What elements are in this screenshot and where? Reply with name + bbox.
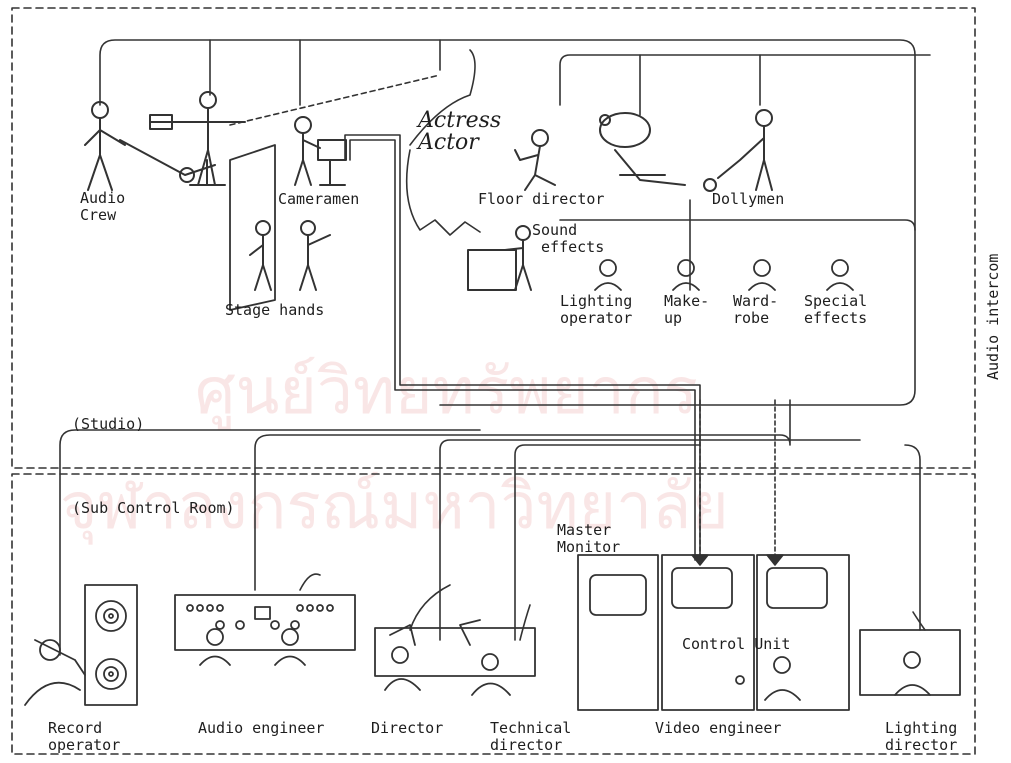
dollymen-label: Dollymen (712, 190, 785, 208)
video-engineer-label: Video engineer (655, 719, 782, 737)
sound-effects-label: Sound effects (532, 221, 605, 256)
dolly-camera-figure (599, 112, 717, 192)
director-label: Director (371, 719, 444, 737)
cameraman-figure (294, 116, 347, 186)
audio-intercom-label: Audio intercom (984, 253, 1002, 380)
control-units (661, 554, 850, 711)
director-desk (374, 619, 536, 696)
make-up-label: Make- up (664, 292, 710, 327)
studio-crew-busts (594, 259, 854, 291)
sound-effects-figure (467, 225, 532, 291)
record-operator-label: Record operator (48, 719, 121, 754)
stage-hands-figures (249, 220, 331, 291)
audio-engineer-label: Audio engineer (198, 719, 325, 737)
floor-director-label: Floor director (478, 190, 605, 208)
control-room-region-label: (Sub Control Room) (72, 499, 235, 517)
audio-console (174, 594, 356, 666)
studio-region-label: (Studio) (72, 415, 145, 433)
master-monitor-label: Master Monitor (557, 521, 621, 556)
stage-hands-label: Stage hands (225, 301, 325, 319)
technical-director-label: Technical director (490, 719, 572, 754)
lighting-operator-label: Lighting operator (560, 292, 633, 327)
intercom-lines-left (99, 39, 916, 406)
audio-crew-label: Audio Crew (80, 189, 126, 224)
floor-director-figure (514, 129, 556, 191)
control-room-intercom-lines (59, 399, 921, 656)
mic-boom-line (229, 74, 441, 126)
wardrobe-label: Ward- robe (733, 292, 779, 327)
actors-shape (405, 49, 481, 236)
actress-actor-label: Actress Actor (418, 108, 502, 155)
dollymen-figure (717, 109, 773, 191)
cameramen-label: Cameramen (278, 190, 360, 208)
studio-region-border (11, 7, 976, 469)
lighting-director-desk (859, 629, 961, 696)
watermark-line-1: ศูนย์วิทยทรัพยากร (195, 355, 698, 429)
special-effects-label: Special effects (804, 292, 868, 327)
watermark-line-2: จุฬาลงกรณ์มหาวิทยาลัย (60, 470, 729, 544)
master-monitor (577, 554, 659, 711)
control-room-region-border (11, 473, 976, 755)
boom-operator-figure (149, 91, 246, 186)
intercom-lines-right (559, 54, 931, 231)
audio-crew-figure (84, 101, 216, 191)
stage-flat (229, 144, 276, 311)
control-unit-label: Control Unit (682, 635, 791, 653)
dolly-cable (689, 199, 776, 561)
record-equipment (24, 584, 138, 706)
lighting-director-label: Lighting director (885, 719, 958, 754)
